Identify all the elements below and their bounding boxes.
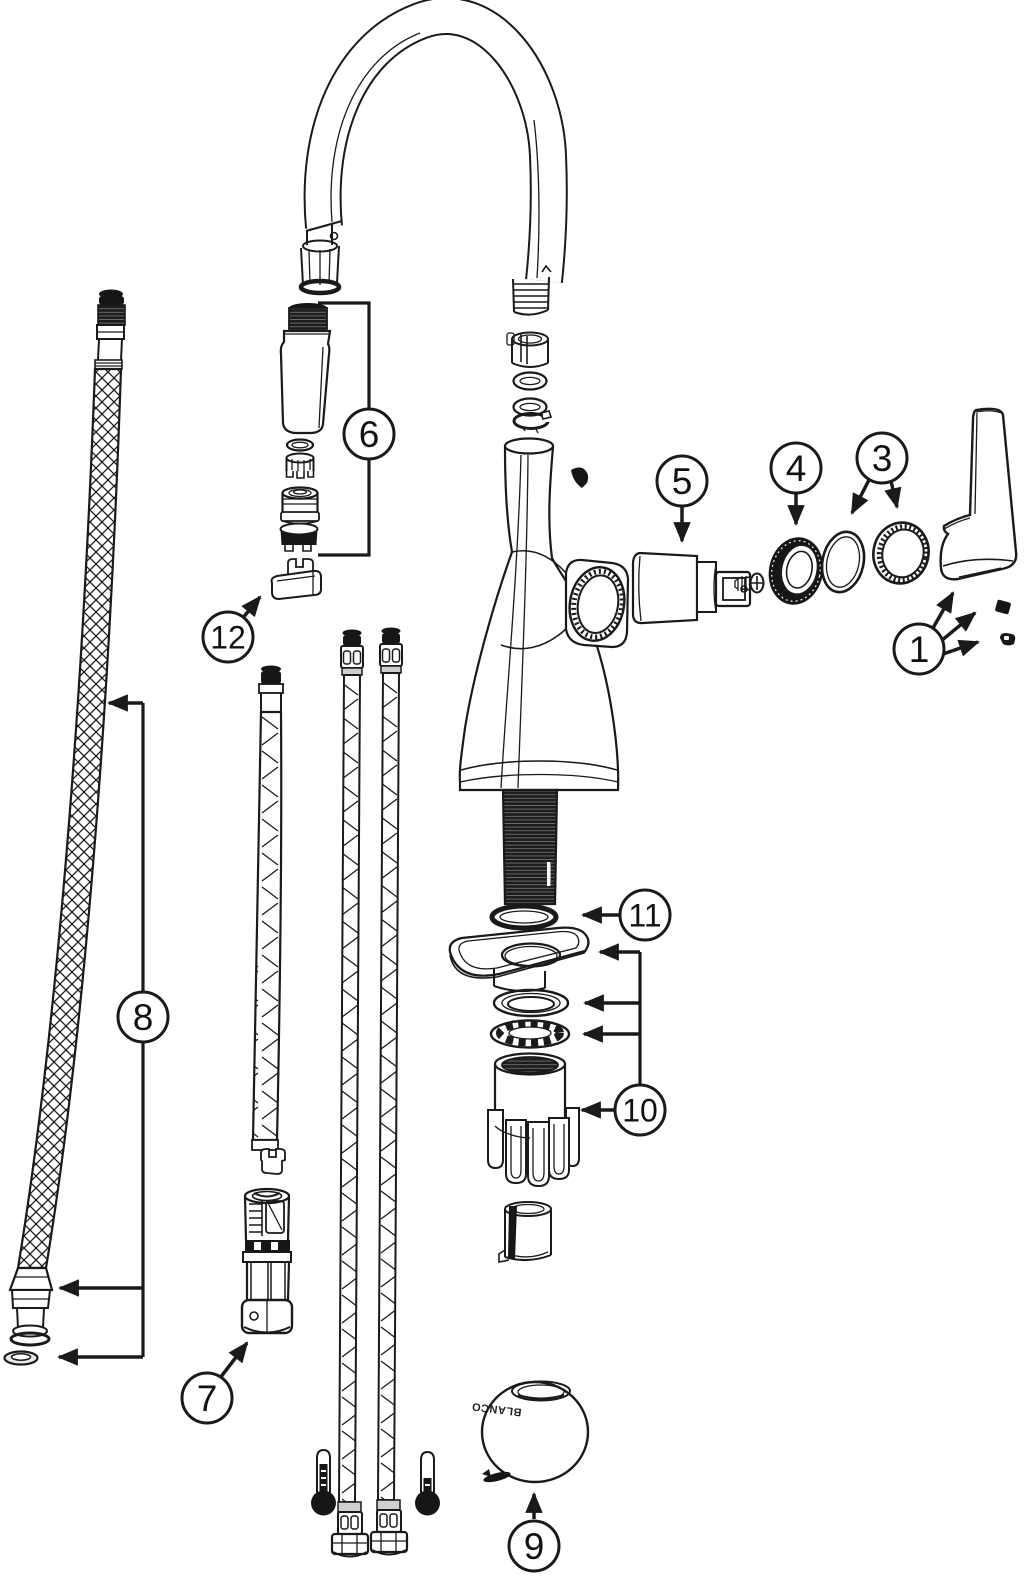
handle-plug: [1000, 633, 1016, 646]
callout-9: 9: [507, 1491, 561, 1573]
braided-hose: [16, 289, 126, 1270]
cartridge: [631, 551, 752, 625]
body-set-screw: [571, 467, 589, 488]
handle: [939, 407, 1018, 581]
callout-12-number: 12: [210, 620, 246, 656]
spout-collar: [298, 223, 342, 296]
callout-12: 12: [201, 595, 262, 664]
callout-4-number: 4: [786, 448, 807, 489]
callout-10: 10: [579, 943, 667, 1137]
retaining-nut: [768, 537, 824, 605]
trim-ring-3: [872, 521, 930, 585]
check-valve: [240, 1187, 294, 1335]
mounting-nut: [487, 1052, 580, 1188]
hose-end-fitting: [8, 1266, 54, 1347]
callout-4: 4: [769, 441, 823, 527]
escutcheon-plate: [448, 926, 590, 992]
o-ring-3: [820, 530, 866, 594]
o-ring-11: [489, 903, 559, 931]
ball-brand-label: BLANCO: [471, 1400, 522, 1418]
spout-split-ring: [512, 410, 553, 434]
cartridge-screw: [734, 572, 765, 594]
aerator-insert: [285, 452, 315, 479]
callout-1: 1: [892, 591, 980, 676]
callout-6: 6: [318, 301, 396, 557]
callout-3-number: 3: [872, 438, 893, 479]
callout-1-number: 1: [909, 629, 930, 670]
callout-3: 3: [850, 431, 909, 515]
callout-6-number: 6: [359, 414, 380, 455]
thermometer-cold-icon: [415, 1450, 440, 1516]
callout-8-number: 8: [133, 997, 154, 1038]
callout-9-number: 9: [524, 1526, 545, 1567]
handle-set-screw: [995, 599, 1011, 615]
hose-washer: [3, 1350, 39, 1366]
spray-head: [279, 303, 332, 435]
threaded-shank: [501, 788, 559, 906]
spout-bushing: [506, 331, 549, 368]
faucet-body: [458, 437, 630, 792]
hose-clip: [260, 1148, 286, 1175]
callout-5: 5: [655, 454, 709, 544]
washer: [492, 988, 570, 1018]
spout-arc: [303, 0, 568, 283]
thermometer-hot-icon: [311, 1448, 336, 1516]
aerator-ring: [279, 522, 319, 552]
lock-washer: [489, 1019, 571, 1049]
aerator-housing: [280, 486, 320, 525]
callout-5-number: 5: [672, 461, 693, 502]
spacer-bushing: [498, 1201, 552, 1263]
callout-10-number: 10: [622, 1093, 658, 1129]
callout-7-number: 7: [197, 1378, 218, 1419]
mounting-clip: [270, 558, 322, 601]
spout-o-ring-lower: [512, 397, 548, 417]
callout-11: 11: [580, 888, 672, 942]
cartridge-port-ring: [568, 566, 626, 642]
callout-11-number: 11: [628, 898, 661, 934]
pulldown-hose: [251, 665, 284, 1151]
supply-hose-left: [330, 629, 370, 1558]
spout-ribbed-end: [512, 264, 552, 316]
supply-hose-right: [369, 626, 409, 1556]
callout-8: 8: [56, 694, 170, 1366]
head-o-ring: [285, 438, 315, 452]
spout-o-ring-upper: [512, 371, 548, 391]
hose-weight-ball: BLANCO: [471, 1380, 590, 1484]
callout-7: 7: [180, 1341, 249, 1425]
